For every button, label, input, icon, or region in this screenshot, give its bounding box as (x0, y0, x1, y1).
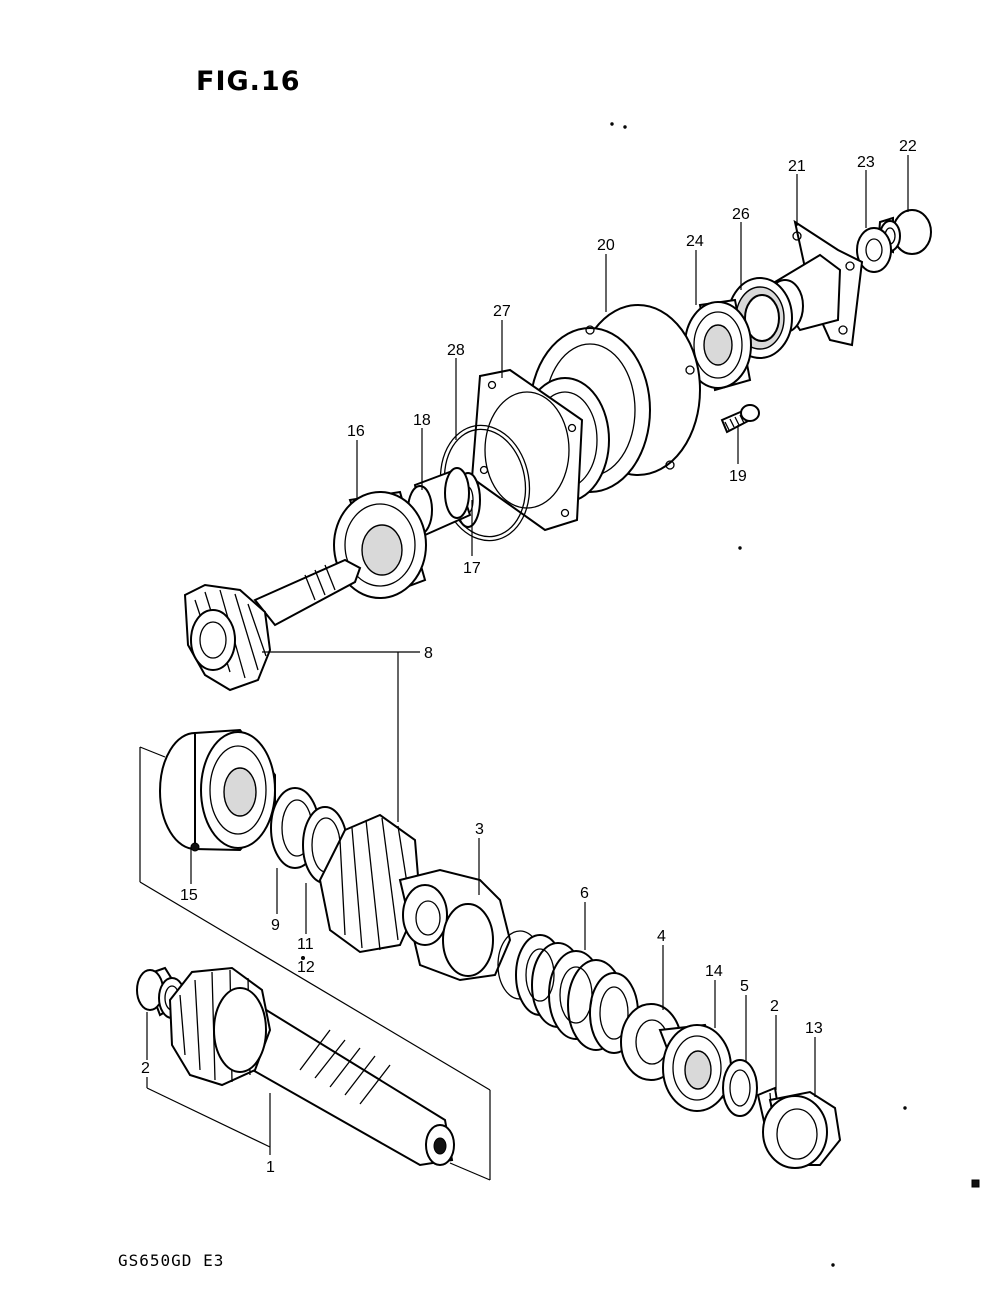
callout-8: 8 (424, 645, 433, 662)
callout-11: 11 (297, 936, 314, 953)
callout-20: 16 (347, 423, 365, 440)
model-code: GS650GD E3 (118, 1251, 225, 1270)
figure-title: FIG.16 (196, 66, 301, 97)
bearing-icon (684, 298, 752, 392)
callout-27: 28 (447, 342, 465, 359)
callout-16: 20 (597, 237, 615, 254)
callout-4: 4 (657, 928, 666, 945)
callout-1: 1 (266, 1159, 275, 1176)
bevel-gear-set-icon (318, 813, 422, 954)
callout-15: 15 (180, 887, 198, 904)
callout-2: 2 (141, 1060, 150, 1077)
callout-23: 24 (686, 233, 704, 250)
callout-5: 2 (770, 998, 779, 1015)
leader-lines (139, 155, 909, 1181)
bearing-icon (159, 728, 276, 852)
callout-21: 18 (413, 412, 431, 429)
bolt-icon (720, 404, 760, 434)
washer-icon (856, 227, 892, 273)
callout-7: 6 (580, 885, 589, 902)
bearing-icon (658, 1023, 732, 1112)
bevel-gear-set-icon (183, 558, 362, 692)
callout-9: 9 (271, 917, 280, 934)
callout-26: 27 (493, 303, 511, 320)
callout-13: 13 (805, 1020, 823, 1037)
callout-6: 5 (740, 978, 749, 995)
callout-12: 12 (297, 959, 315, 976)
spring-retainer-icon (722, 1059, 758, 1117)
callout-17: 21 (788, 158, 806, 175)
callout-labels: 22 23 21 26 24 20 27 28 18 16 19 17 8 3 … (141, 138, 917, 1176)
damper-spring-icon (497, 930, 639, 1054)
callout-22: 17 (463, 560, 481, 577)
callout-14: 14 (705, 963, 723, 980)
callout-3: 3 (475, 821, 484, 838)
callout-24: 26 (732, 206, 750, 223)
callout-19: 23 (857, 154, 875, 171)
scan-specks (301, 122, 980, 1267)
cam-dog-icon (398, 868, 512, 982)
cap-icon (762, 1090, 842, 1169)
callout-28: 19 (729, 468, 747, 485)
main-shaft-icon (168, 966, 455, 1167)
callout-18: 22 (899, 138, 917, 155)
